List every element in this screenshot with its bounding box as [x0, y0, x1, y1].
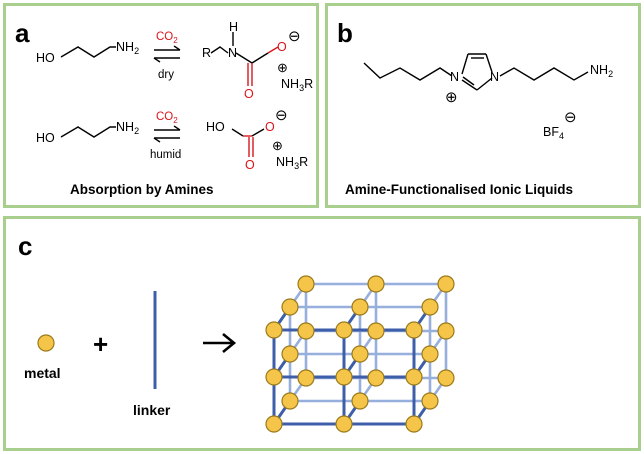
bf4-anion: BF4: [543, 125, 564, 141]
metal-node: [421, 345, 439, 363]
nh2-label-1: NH2: [116, 40, 139, 56]
linker-label: linker: [133, 402, 171, 418]
panel-a-caption: Absorption by Amines: [70, 182, 214, 197]
metal-node: [281, 345, 299, 363]
metal-node: [281, 392, 299, 410]
metal-node: [437, 275, 455, 293]
right-arrow-icon: [222, 332, 237, 354]
metal-node: [437, 369, 455, 387]
minus-charge-bf4: ⊖: [564, 109, 577, 126]
metal-node: [281, 298, 299, 316]
metal-node: [351, 298, 369, 316]
panel-b-ionic-liquids: b N N ⊕ NH2 ⊖ BF4 Amine-Functionalised I…: [325, 3, 641, 208]
ethanolamine-skeleton-1: [60, 46, 116, 58]
metal-node: [421, 392, 439, 410]
carbonyl-oxygen-1: O: [244, 87, 254, 101]
ammonium-label-2: NH3R: [276, 155, 308, 171]
ring-nitrogen-1: N: [450, 70, 459, 84]
aminopropyl-chain: [499, 67, 589, 81]
metal-node: [437, 322, 455, 340]
nh2-label-2: NH2: [116, 120, 139, 136]
ammonium-label-1: NH3R: [281, 77, 313, 93]
hydrogen-label: H: [229, 20, 238, 34]
metal-node: [265, 368, 283, 386]
panel-b-caption: Amine-Functionalised Ionic Liquids: [345, 182, 574, 197]
plus-charge-imidazolium: ⊕: [445, 89, 458, 106]
metal-node: [405, 321, 423, 339]
metal-node: [297, 369, 315, 387]
metal-node: [405, 415, 423, 433]
ho-label-2: HO: [36, 131, 55, 145]
metal-label: metal: [24, 365, 61, 381]
minus-charge-2: ⊖: [275, 107, 288, 124]
nitrogen-label-a: N: [228, 46, 237, 60]
butyl-chain: [363, 62, 453, 81]
metal-node: [367, 369, 385, 387]
plus-charge-1: ⊕: [277, 60, 288, 75]
panel-c-label: c: [18, 231, 33, 261]
carboxylate-oxygen-1: O: [277, 40, 287, 54]
metal-node: [367, 275, 385, 293]
mof-lattice: [265, 275, 455, 433]
nh2-label: NH2: [590, 63, 613, 79]
metal-node: [297, 322, 315, 340]
metal-node-icon: [37, 334, 55, 352]
metal-node: [335, 321, 353, 339]
condition-humid: humid: [150, 149, 181, 161]
metal-node: [297, 275, 315, 293]
carbonyl-oxygen-2: O: [245, 158, 255, 172]
panel-a-absorption-by-amines: a: [3, 3, 319, 208]
carboxylate-oxygen-2: O: [265, 120, 275, 134]
plus-sign: +: [93, 329, 108, 359]
metal-node: [335, 415, 353, 433]
ho-label-1: HO: [36, 51, 55, 65]
co2-label-1: CO2: [156, 31, 178, 45]
metal-node: [265, 415, 283, 433]
panel-c-mof: c + metal linker: [3, 216, 641, 451]
metal-node: [351, 345, 369, 363]
metal-node: [421, 298, 439, 316]
metal-node: [367, 322, 385, 340]
ho-label-bicarbonate: HO: [206, 120, 225, 134]
panel-b-label: b: [337, 18, 353, 48]
ethanolamine-skeleton-2: [60, 126, 116, 138]
mof-assembly-diagram: +: [37, 275, 455, 433]
plus-charge-2: ⊕: [272, 138, 283, 153]
co2-label-2: CO2: [156, 111, 178, 125]
metal-node: [405, 368, 423, 386]
ring-nitrogen-2: N: [490, 70, 499, 84]
panel-a-label: a: [15, 18, 30, 48]
amine-reaction-scheme: HO NH2 CO2 dry R N H O O ⊖ ⊕ NH3R HO NH2…: [36, 20, 313, 172]
metal-node: [335, 368, 353, 386]
metal-node: [265, 321, 283, 339]
ionic-liquid-structure: N N ⊕ NH2 ⊖ BF4: [363, 53, 613, 141]
metal-node: [351, 392, 369, 410]
r-group-label: R: [202, 46, 211, 60]
condition-dry: dry: [158, 69, 174, 81]
minus-charge-1: ⊖: [288, 28, 301, 45]
